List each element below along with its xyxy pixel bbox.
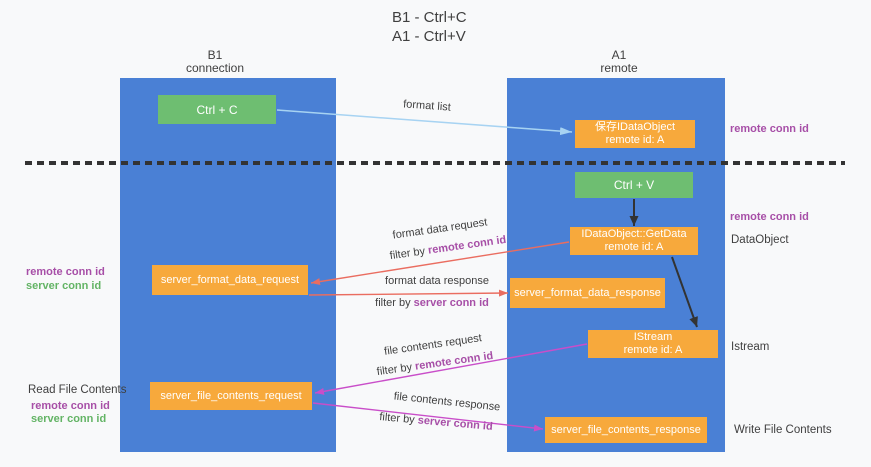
title-line-b1: B1 - Ctrl+C (392, 9, 467, 26)
label-filter-by-server-conn-id-2: filter by server conn id (379, 411, 493, 433)
box-idataobject-getdata: IDataObject::GetData remote id: A (570, 227, 698, 255)
lifeline-right-header: A1 remote (600, 49, 637, 75)
box-save-idataobject-line1: 保存IDataObject (594, 121, 676, 133)
box-ctrl-v-label: Ctrl + V (613, 178, 655, 192)
annotation-dataobject: DataObject (731, 234, 789, 246)
filter-by-text: filter by (389, 245, 426, 263)
remote-conn-id-text: remote conn id (427, 233, 507, 257)
annotation-remote-conn-id-right-2: remote conn id (730, 211, 809, 223)
box-ctrl-v: Ctrl + V (575, 172, 693, 198)
lifeline-left-header: B1 connection (186, 49, 244, 75)
box-server-file-contents-request-label: server_file_contents_request (160, 389, 302, 402)
box-server-file-contents-response: server_file_contents_response (545, 417, 707, 443)
remote-conn-id-text: remote conn id (414, 349, 494, 373)
arrow-format-data-response (308, 289, 509, 297)
box-server-format-data-response: server_format_data_response (510, 278, 665, 308)
box-ctrl-c-label: Ctrl + C (196, 102, 238, 117)
annotation-server-conn-id-left-2: server conn id (31, 413, 107, 425)
annotation-istream: Istream (731, 341, 770, 353)
annotation-remote-conn-id-left-1: remote conn id (26, 266, 105, 278)
annotation-write-file-contents: Write File Contents (734, 424, 832, 436)
box-istream: IStream remote id: A (588, 330, 718, 358)
label-file-contents-response: file contents response (393, 390, 501, 414)
box-ctrl-c: Ctrl + C (158, 95, 276, 124)
lifeline-right-subtitle: remote (600, 61, 638, 75)
label-format-data-response: format data response (385, 275, 489, 287)
annotation-read-file-contents: Read File Contents (28, 384, 127, 396)
server-conn-id-text: server conn id (413, 297, 489, 309)
label-format-list: format list (402, 98, 452, 114)
box-save-idataobject: 保存IDataObject remote id: A (575, 120, 695, 148)
annotation-remote-conn-id-left-2: remote conn id (31, 400, 110, 412)
lifeline-left-subtitle: connection (185, 61, 245, 75)
page-title: B1 - Ctrl+C A1 - Ctrl+V (392, 8, 467, 46)
box-save-idataobject-line2: remote id: A (605, 134, 665, 146)
filter-by-text: filter by (375, 297, 411, 309)
lifeline-right-name: A1 (611, 48, 627, 62)
filter-by-text: filter by (376, 361, 413, 379)
annotation-server-conn-id-left-1: server conn id (26, 280, 102, 292)
box-server-format-data-request-label: server_format_data_request (160, 273, 300, 286)
server-conn-id-text: server conn id (417, 414, 494, 433)
lifeline-left-name: B1 (207, 48, 223, 62)
filter-by-text: filter by (378, 411, 416, 427)
box-server-format-data-request: server_format_data_request (152, 265, 308, 295)
box-server-file-contents-request: server_file_contents_request (150, 382, 312, 410)
box-server-format-data-response-label: server_format_data_response (514, 286, 661, 299)
annotation-remote-conn-id-right-1: remote conn id (730, 123, 809, 135)
label-filter-by-server-conn-id-1: filter by server conn id (375, 297, 489, 309)
title-line-a1: A1 - Ctrl+V (392, 28, 466, 45)
box-server-file-contents-response-label: server_file_contents_response (551, 423, 701, 436)
box-istream-line1: IStream (633, 331, 673, 343)
box-idataobject-getdata-line2: remote id: A (604, 241, 664, 253)
box-idataobject-getdata-line1: IDataObject::GetData (581, 228, 687, 240)
box-istream-line2: remote id: A (623, 344, 683, 356)
